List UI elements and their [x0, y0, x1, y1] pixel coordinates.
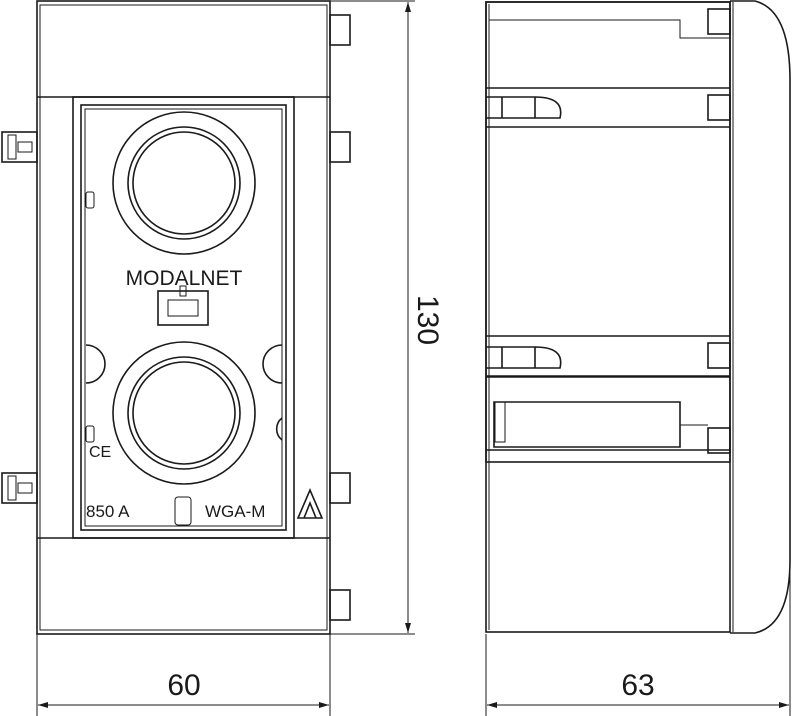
svg-text:60: 60 [167, 669, 200, 702]
clip-bottom [1, 472, 38, 504]
dimension-depth-side: 63 [485, 560, 791, 716]
clip-top [1, 131, 38, 163]
label-wga-m: WGA-M [205, 502, 265, 521]
dimension-width-front: 60 [36, 634, 331, 716]
ce-mark: CE [89, 444, 111, 461]
svg-text:130: 130 [411, 295, 444, 345]
svg-text:63: 63 [621, 669, 654, 702]
brand-logo: MODALNET [126, 267, 243, 290]
label-850a: 850 A [86, 502, 130, 521]
knockout-top [112, 111, 256, 255]
knockout-bottom [112, 341, 256, 485]
side-view [485, 0, 791, 634]
front-panel [72, 96, 295, 539]
logo-triangle-icon [296, 487, 324, 519]
dimension-height: 130 [330, 0, 444, 635]
front-view: MODALNET CE 850 A WGA-M [1, 0, 351, 635]
latch-icon [157, 290, 209, 326]
